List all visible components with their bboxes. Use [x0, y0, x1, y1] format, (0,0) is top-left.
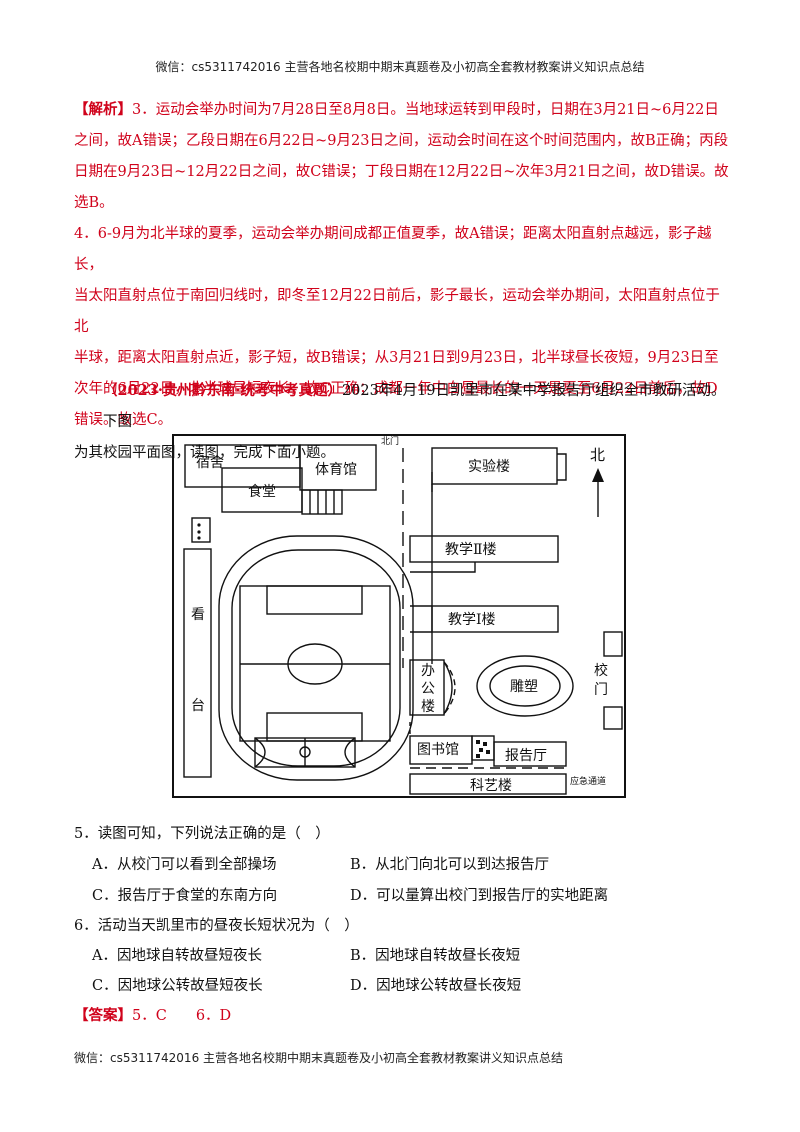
analysis-q4: 4．6-9月为北半球的夏季，运动会举办期间成都正值夏季，故A错误；距离太阳直射点… — [74, 219, 734, 436]
gym-steps — [301, 489, 343, 515]
label-stand-1: 看 — [191, 607, 205, 623]
stand-building — [183, 548, 212, 778]
source-tag: （2023·贵州黔东南·统考中考真题） — [103, 382, 342, 399]
label-report-hall: 报告厅 — [505, 748, 547, 764]
q4-line-3: 半球，距离太阳直射点近，影子短，故B错误；从3月21日到9月23日，北半球昼长夜… — [74, 350, 719, 366]
report-hall-building — [493, 741, 567, 767]
label-dorm: 宿舍 — [196, 454, 224, 471]
q3-line-4: 选B。 — [74, 195, 114, 211]
q3-line-2: 之间，故A错误；乙段日期在6月22日~9月23日之间，运动会时间在这个时间范围内… — [74, 133, 729, 149]
q6-option-d: D．因地球公转故昼长夜短 — [350, 978, 522, 994]
answer-value: 5．C 6．D — [132, 1008, 232, 1024]
q4-line-4: 次年的6月22日，北半球昼短夜长，故C正确；成都一年中白昼最长的一天是夏至6月2… — [74, 381, 718, 397]
label-gate-1: 校 — [594, 662, 608, 679]
office-building — [409, 659, 445, 716]
label-emergency: 应急通道 — [570, 775, 606, 787]
q5-option-b: B．从北门向北可以到达报告厅 — [350, 857, 550, 873]
q3-line-1: 3．运动会举办时间为7月28日至8月8日。当地球运转到甲段时，日期在3月21日~… — [132, 102, 719, 118]
intro-line-2: 为其校园平面图，读图，完成下面小题。 — [74, 445, 335, 461]
q5-option-a: A．从校门可以看到全部操场 — [92, 857, 277, 873]
label-library: 图书馆 — [417, 742, 459, 758]
q6-stem: 6．活动当天凯里市的昼夜长短状况为（ ） — [74, 918, 359, 934]
gate-pillar-south — [603, 706, 623, 730]
q3-line-3: 日期在9月23日~12月22日之间，故C错误；丁段日期在12月22日~次年3月2… — [74, 164, 729, 180]
label-sculpture: 雕塑 — [510, 679, 538, 695]
label-north-gate: 北门 — [381, 435, 399, 447]
page-header: 微信：cs5311742016 主营各地名校期中期末真题卷及小初高全套教材教案讲… — [155, 60, 645, 74]
page-footer: 微信：cs5311742016 主营各地名校期中期末真题卷及小初高全套教材教案讲… — [74, 1051, 564, 1065]
label-canteen: 食堂 — [248, 483, 276, 500]
intro-line-1: 2023年4月19日凯里市在某中学报告厅组织全市教研活动。下图 — [103, 383, 726, 430]
label-teaching-1: 教学Ⅰ楼 — [448, 612, 496, 628]
analysis-label: 【解析】 — [74, 101, 132, 118]
label-stand-2: 台 — [191, 698, 205, 714]
answer-label: 【答案】 — [74, 1007, 132, 1024]
answer-line: 【答案】5．C 6．D — [74, 1004, 231, 1025]
question-intro: （2023·贵州黔东南·统考中考真题）2023年4月19日凯里市在某中学报告厅组… — [74, 375, 734, 469]
q4-line-5: 错误。故选C。 — [74, 412, 173, 428]
campus-map: 北门 北 宿舍 食堂 体育馆 实验楼 教学Ⅱ楼 教学Ⅰ楼 看 台 办 公 楼 雕… — [172, 434, 626, 798]
label-teaching-2: 教学Ⅱ楼 — [445, 542, 497, 558]
running-track — [218, 535, 414, 781]
label-office-2: 公 — [421, 681, 435, 697]
label-office-1: 办 — [421, 663, 435, 679]
lab-building — [431, 447, 558, 485]
q4-line-2: 当太阳直射点位于南回归线时，即冬至12月22日前后，影子最长，运动会举办期间，太… — [74, 288, 720, 335]
north-arrow-icon — [592, 468, 604, 482]
teaching-building-2 — [409, 535, 559, 563]
q4-line-1: 4．6-9月为北半球的夏季，运动会举办期间成都正值夏季，故A错误；距离太阳直射点… — [74, 226, 712, 273]
label-north: 北 — [590, 446, 605, 464]
q5-option-d: D．可以量算出校门到报告厅的实地距离 — [350, 888, 609, 904]
teaching-building-1 — [431, 605, 559, 633]
label-office-3: 楼 — [421, 699, 435, 715]
q5-stem: 5．读图可知，下列说法正确的是（ ） — [74, 826, 330, 842]
q6-option-b: B．因地球自转故昼长夜短 — [350, 948, 521, 964]
q6-option-c: C．因地球公转故昼短夜长 — [92, 978, 263, 994]
label-gym: 体育馆 — [315, 462, 357, 478]
q5-option-c: C．报告厅于食堂的东南方向 — [92, 888, 278, 904]
art-building — [409, 773, 567, 795]
label-art-building: 科艺楼 — [470, 778, 512, 794]
sculpture-area — [476, 655, 574, 717]
label-gate-2: 门 — [594, 682, 608, 698]
label-lab: 实验楼 — [468, 459, 510, 475]
gate-pillar-north — [603, 631, 623, 657]
analysis-q3: 【解析】3．运动会举办时间为7月28日至8月8日。当地球运转到甲段时，日期在3月… — [74, 94, 734, 219]
q6-option-a: A．因地球自转故昼短夜长 — [92, 948, 262, 964]
